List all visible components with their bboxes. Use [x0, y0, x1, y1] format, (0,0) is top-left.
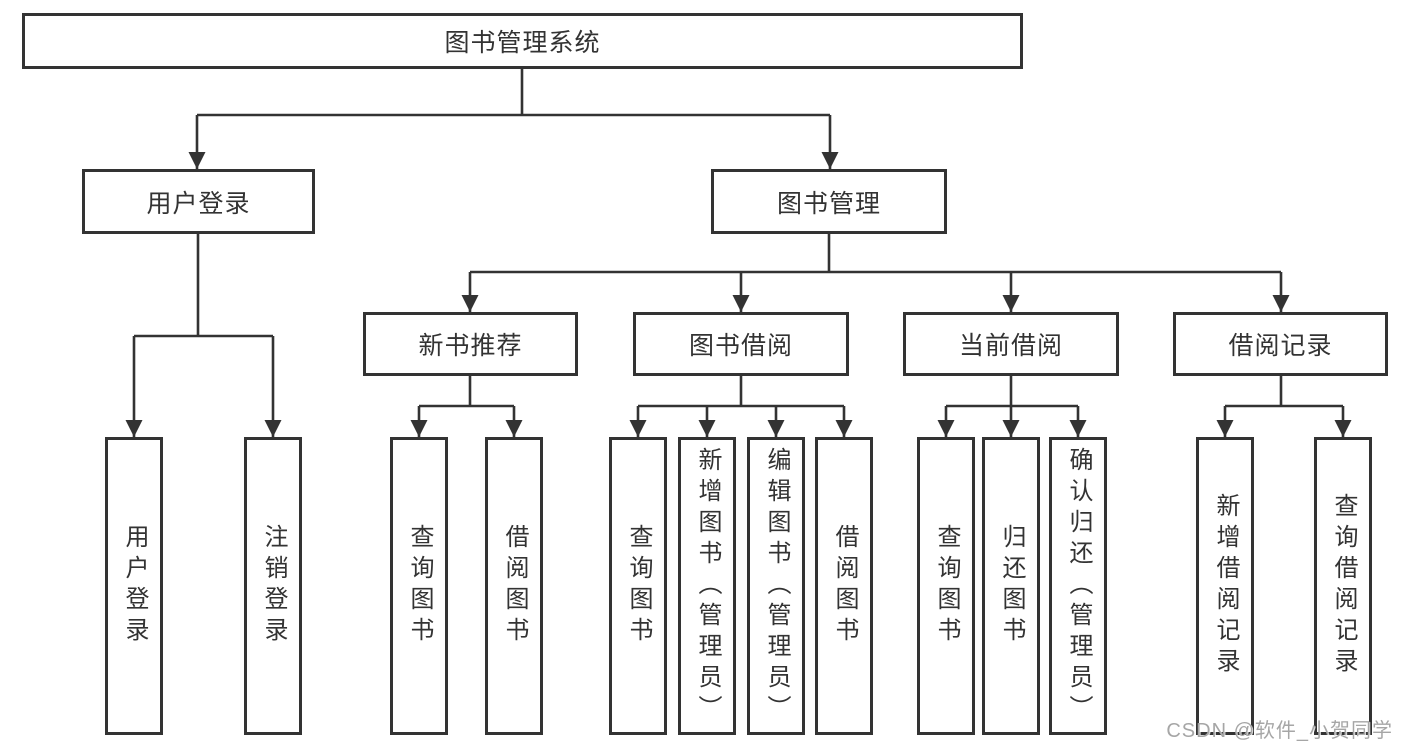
leaf-query-books-borrowing: 查询图书: [609, 437, 667, 735]
node-label: 当前借阅: [958, 332, 1063, 360]
leaf-borrow-books-borrowing: 借阅图书: [815, 437, 873, 735]
leaf-borrow-books-newrec: 借阅图书: [485, 437, 543, 735]
node-new-book-recommendation: 新书推荐: [363, 312, 578, 376]
leaf-label: 确认归还（管理员）: [1065, 446, 1092, 726]
leaf-label: 借阅图书: [831, 524, 858, 648]
leaf-label: 新增图书（管理员）: [694, 446, 721, 726]
leaf-return-books: 归还图书: [982, 437, 1040, 735]
leaf-confirm-return-admin: 确认归还（管理员）: [1049, 437, 1107, 735]
leaf-label: 查询借阅记录: [1330, 493, 1357, 679]
leaf-logout: 注销登录: [244, 437, 302, 735]
node-book-borrowing: 图书借阅: [633, 312, 849, 376]
leaf-query-books-current: 查询图书: [917, 437, 975, 735]
node-user-login: 用户登录: [82, 169, 315, 234]
leaf-label: 新增借阅记录: [1212, 493, 1239, 679]
watermark: CSDN @软件_小贺同学: [1166, 720, 1393, 742]
leaf-label: 注销登录: [260, 524, 287, 648]
node-library-management-system: 图书管理系统: [22, 13, 1023, 69]
node-borrowing-records: 借阅记录: [1173, 312, 1388, 376]
node-label: 借阅记录: [1228, 332, 1333, 360]
leaf-label: 查询图书: [625, 524, 652, 648]
leaf-label: 归还图书: [998, 524, 1025, 648]
leaf-label: 查询图书: [933, 524, 960, 648]
leaf-add-borrow-record: 新增借阅记录: [1196, 437, 1254, 735]
node-label: 用户登录: [146, 189, 251, 218]
leaf-label: 查询图书: [406, 524, 433, 648]
node-label: 新书推荐: [418, 332, 523, 360]
leaf-label: 用户登录: [121, 524, 148, 648]
leaf-query-books-newrec: 查询图书: [390, 437, 448, 735]
node-current-borrowing: 当前借阅: [903, 312, 1119, 376]
leaf-label: 编辑图书（管理员）: [763, 446, 790, 726]
leaf-user-login: 用户登录: [105, 437, 163, 735]
node-book-management: 图书管理: [711, 169, 947, 234]
leaf-edit-book-admin: 编辑图书（管理员）: [747, 437, 805, 735]
leaf-add-book-admin: 新增图书（管理员）: [678, 437, 736, 735]
node-label: 图书管理: [776, 189, 881, 218]
leaf-label: 借阅图书: [501, 524, 528, 648]
node-label: 图书管理系统: [444, 29, 601, 57]
node-label: 图书借阅: [688, 332, 793, 360]
leaf-query-borrow-record: 查询借阅记录: [1314, 437, 1372, 735]
